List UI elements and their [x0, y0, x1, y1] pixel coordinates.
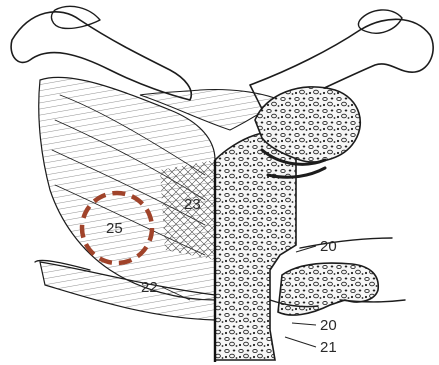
costal-cartilage [278, 238, 405, 315]
label-20-upper: 20 [320, 238, 337, 255]
label-20-lower: 20 [320, 317, 337, 334]
label-25: 25 [106, 220, 123, 237]
label-23: 23 [184, 196, 201, 213]
label-21: 21 [320, 339, 337, 356]
label-22: 22 [141, 279, 158, 296]
